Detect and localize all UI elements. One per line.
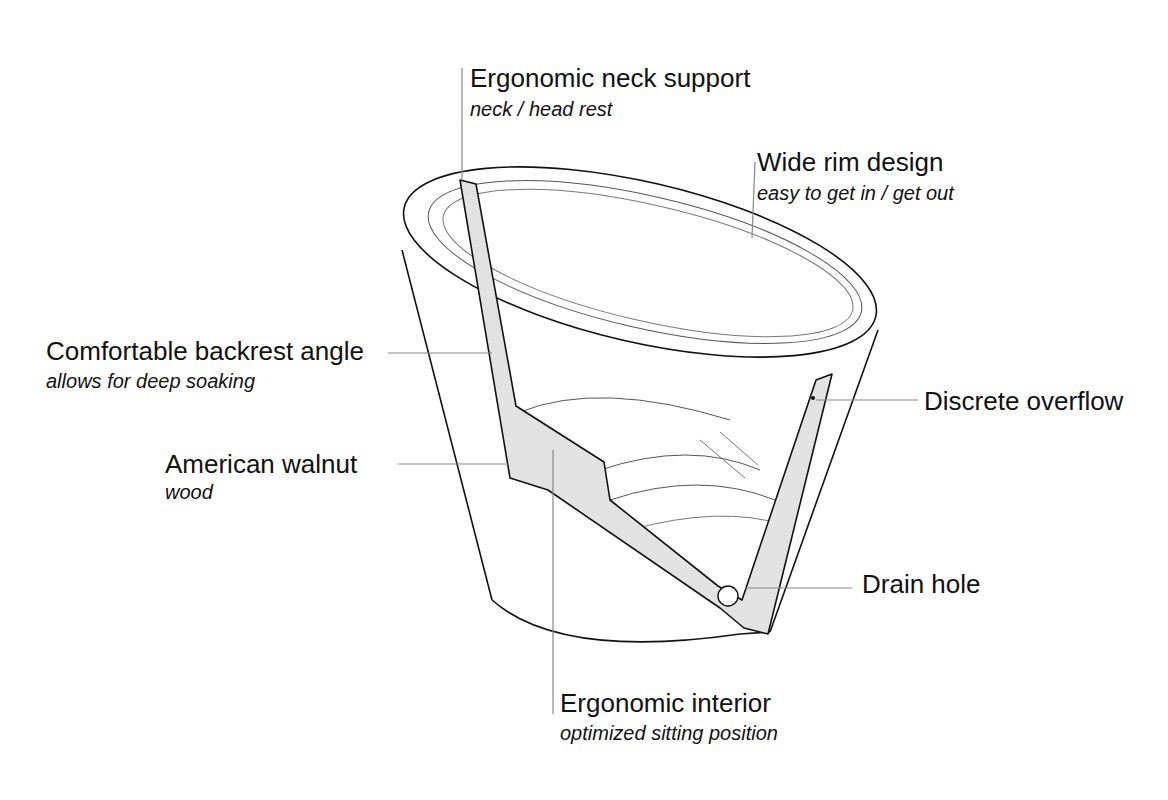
- callout-subtitle: easy to get in / get out: [757, 182, 954, 205]
- callout-label: Discrete overflow: [924, 387, 1123, 417]
- callout-label: Ergonomic neck support: [470, 64, 750, 94]
- leader-line: [552, 450, 553, 714]
- left-side: [402, 250, 492, 600]
- leader-line: [752, 162, 755, 238]
- callout-subtitle: wood: [165, 481, 213, 504]
- callout-label: American walnut: [165, 450, 357, 480]
- leader-line: [745, 587, 852, 588]
- interior-edge: [700, 440, 745, 478]
- drain-hole: [718, 586, 738, 606]
- tub-body: [386, 130, 894, 642]
- callout-label: Comfortable backrest angle: [46, 337, 364, 367]
- interior-step: [610, 485, 775, 500]
- callout-subtitle: optimized sitting position: [560, 722, 778, 745]
- interior-step: [630, 516, 785, 530]
- callout-subtitle: allows for deep soaking: [46, 370, 255, 393]
- callout-label: Drain hole: [862, 570, 981, 600]
- overflow-hole: [811, 396, 815, 400]
- interior-step: [600, 455, 760, 470]
- interior-edge: [720, 432, 758, 465]
- leader-line: [388, 352, 492, 353]
- callout-subtitle: neck / head rest: [470, 98, 612, 121]
- leader-line: [816, 399, 918, 400]
- callout-label: Ergonomic interior: [560, 689, 771, 719]
- walnut-cut-section: [460, 180, 832, 634]
- callout-label: Wide rim design: [757, 148, 943, 178]
- interior-curve: [520, 398, 730, 420]
- leader-line: [398, 463, 508, 464]
- leader-line: [461, 68, 462, 180]
